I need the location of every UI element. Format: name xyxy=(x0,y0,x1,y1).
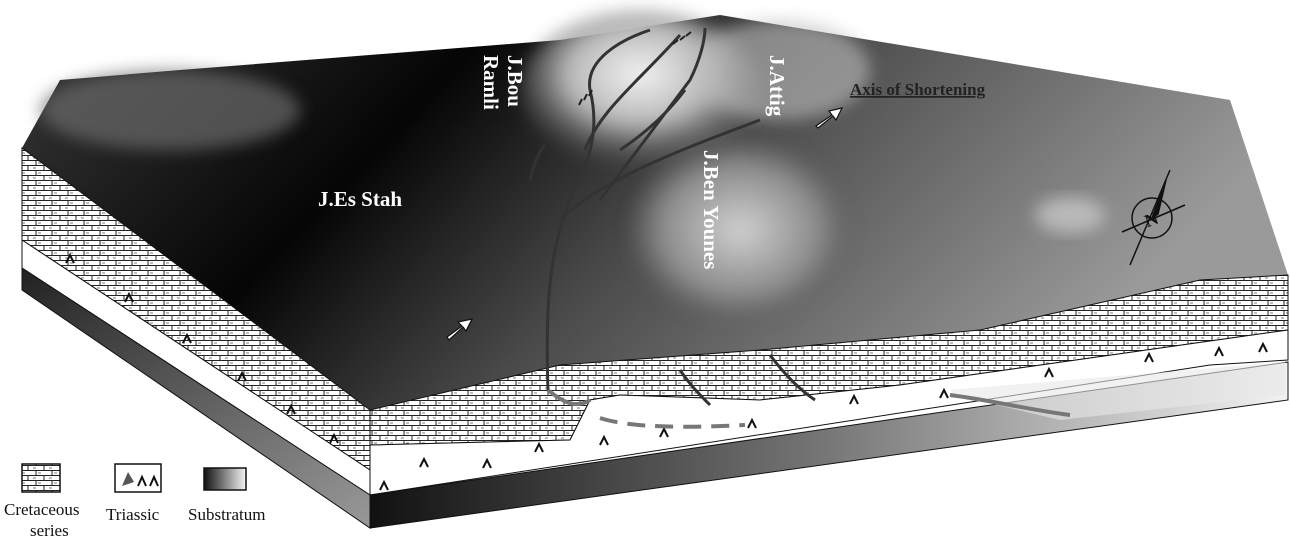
legend-substratum-swatch xyxy=(204,468,246,490)
label-axis-of-shortening: Axis of Shortening xyxy=(850,80,986,99)
legend-substratum-label: Substratum xyxy=(188,505,265,524)
legend-triassic-label: Triassic xyxy=(106,505,160,524)
label-bou-ramli-line1: J.Bou xyxy=(503,55,527,107)
legend-triassic-swatch xyxy=(115,464,161,492)
legend-cretaceous-label-line1: Cretaceous xyxy=(4,500,80,519)
label-es-stah: J.Es Stah xyxy=(318,187,402,211)
legend-cretaceous-swatch xyxy=(22,464,60,492)
label-attig: J.Attig xyxy=(765,55,789,117)
legend: Cretaceous series Triassic Substratum xyxy=(4,464,265,540)
label-ben-younes: J.Ben Younes xyxy=(699,150,723,269)
label-bou-ramli-line2: Ramli xyxy=(479,55,503,110)
legend-cretaceous-label-line2: series xyxy=(30,521,69,540)
